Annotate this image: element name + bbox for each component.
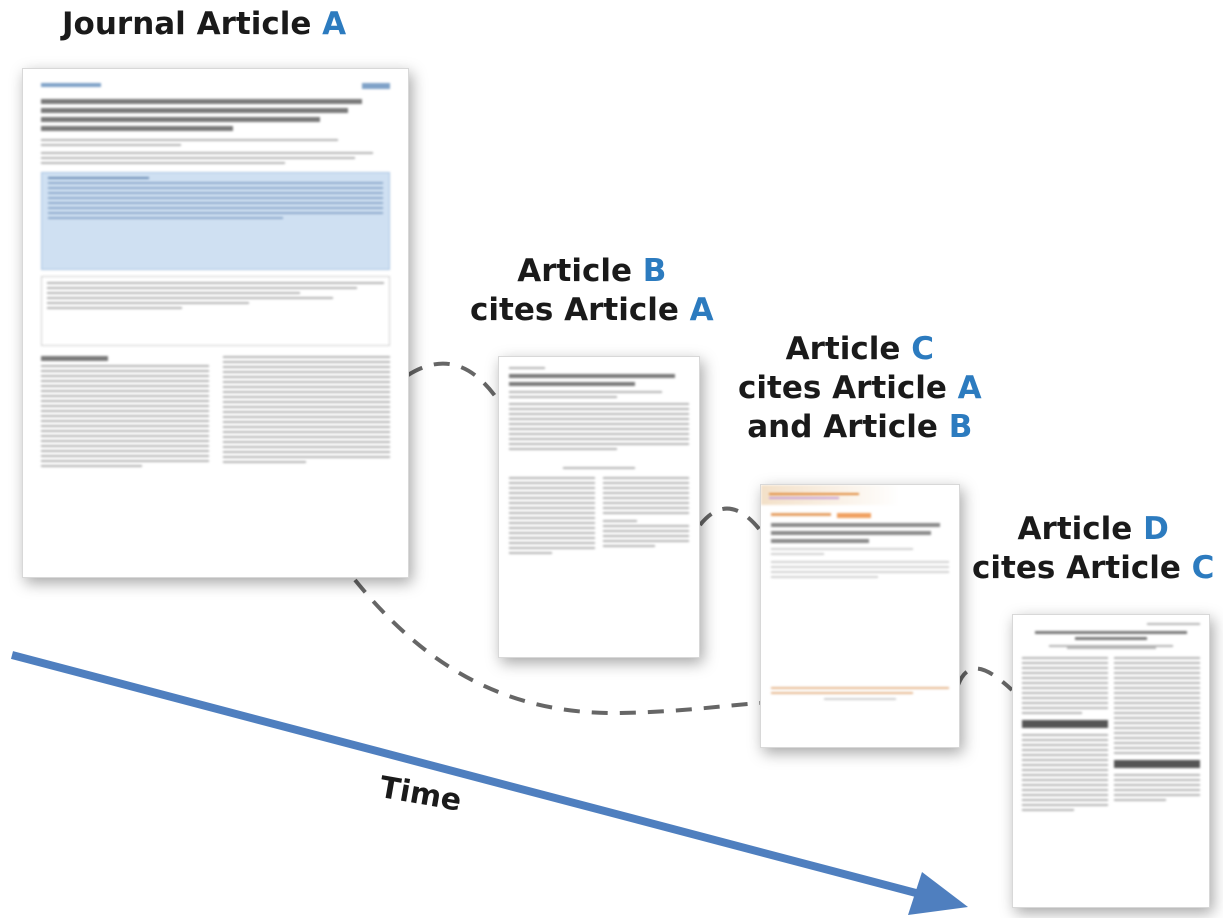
article-b-cites-letter: A bbox=[689, 291, 714, 328]
article-a-title: Journal Article A bbox=[62, 5, 346, 44]
article-c-cites-letter: A bbox=[957, 369, 982, 406]
article-b-letter: B bbox=[642, 253, 667, 289]
article-d-name: Article bbox=[1017, 511, 1133, 547]
time-arrow-shaft bbox=[10, 651, 937, 902]
article-d-cites-letter: C bbox=[1191, 549, 1215, 586]
article-d-cites: cites Article bbox=[972, 549, 1181, 586]
article-c-document bbox=[760, 484, 960, 748]
article-c-letter: C bbox=[911, 331, 934, 367]
time-arrow-head bbox=[908, 872, 968, 915]
article-a-prefix: Journal Article bbox=[62, 6, 312, 42]
article-b-cites: cites Article bbox=[470, 291, 679, 328]
article-b-document bbox=[498, 356, 700, 658]
connector-a-to-b bbox=[406, 361, 500, 402]
article-b-name: Article bbox=[517, 253, 632, 289]
article-d-document bbox=[1012, 614, 1210, 908]
article-c-title: Article C cites Article A and Article B bbox=[738, 330, 982, 446]
article-a-letter: A bbox=[322, 6, 347, 42]
connector-c-to-d bbox=[956, 666, 1014, 692]
article-c-name: Article bbox=[785, 331, 901, 367]
article-c-and: and Article bbox=[747, 408, 938, 445]
article-a-document bbox=[22, 68, 409, 578]
article-c-cites: cites Article bbox=[738, 369, 947, 406]
connector-b-to-c bbox=[698, 506, 762, 532]
article-c-and-letter: B bbox=[948, 408, 973, 445]
connector-a-to-c bbox=[353, 578, 761, 716]
article-b-title: Article B cites Article A bbox=[470, 252, 714, 330]
article-d-letter: D bbox=[1143, 511, 1169, 547]
article-d-title: Article D cites Article C bbox=[972, 510, 1214, 588]
